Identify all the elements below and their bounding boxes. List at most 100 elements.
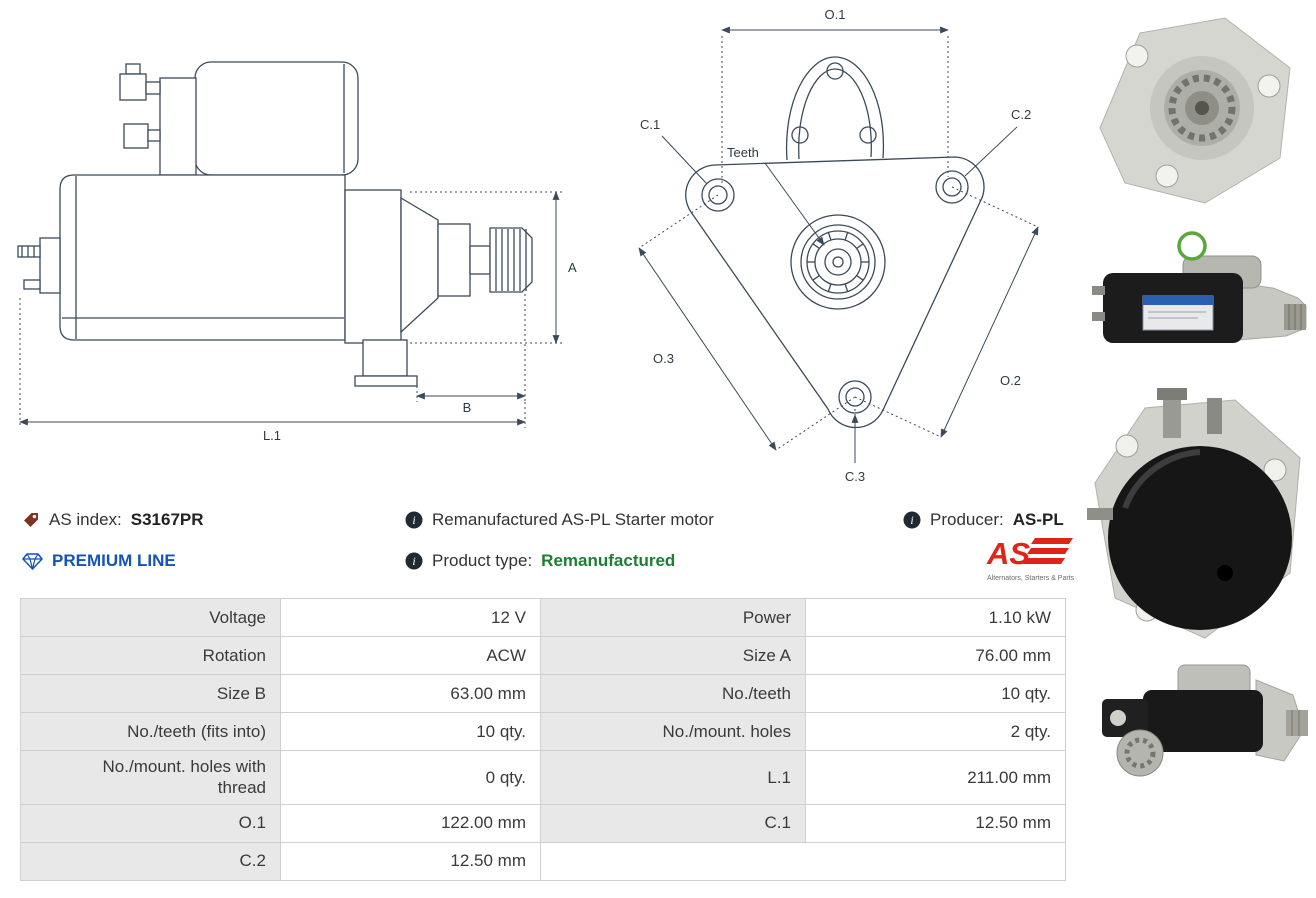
- producer-label: Producer:: [930, 510, 1004, 529]
- spec-label: C.1: [540, 803, 806, 843]
- info-icon: i: [405, 552, 423, 570]
- spec-label: C.2: [20, 841, 281, 881]
- as-index-value: S3167PR: [130, 510, 204, 529]
- side-view-drawing: A B L.1: [17, 61, 577, 443]
- spec-value: 63.00 mm: [280, 674, 541, 713]
- gear-front: [790, 214, 886, 310]
- table-row: No./teeth (fits into) 10 qty. No./mount.…: [20, 712, 1066, 751]
- spec-value: 122.00 mm: [280, 803, 541, 843]
- table-row: Voltage 12 V Power 1.10 kW: [20, 598, 1066, 637]
- bracket-hole-left: [791, 126, 809, 144]
- teeth-callout: Teeth: [727, 145, 825, 246]
- dimension-o3: O.3: [638, 194, 856, 451]
- spec-value: 2 qty.: [805, 712, 1066, 751]
- svg-text:i: i: [412, 554, 415, 568]
- top-bracket: [785, 56, 885, 161]
- product-photo-3: [1087, 388, 1301, 639]
- spec-label: Size B: [20, 674, 281, 713]
- c1-label: C.1: [640, 117, 660, 132]
- tag-icon: [24, 513, 38, 527]
- dimension-o1-label: O.1: [825, 7, 846, 22]
- dimension-o3-label: O.3: [653, 351, 674, 366]
- spec-value: 211.00 mm: [805, 750, 1066, 805]
- spec-value: ACW: [280, 636, 541, 675]
- mount-hole-bottom: [838, 380, 872, 414]
- c3-callout: C.3: [845, 409, 865, 484]
- product-photo-4: [1102, 664, 1308, 777]
- logo-tagline: Alternators, Starters & Parts: [987, 575, 1075, 582]
- spec-label: Size A: [540, 636, 806, 675]
- product-type: i Product type: Remanufactured: [405, 551, 675, 571]
- spec-value: 76.00 mm: [805, 636, 1066, 675]
- motor-body-outline: [59, 174, 346, 341]
- dimension-l1: L.1: [19, 298, 526, 443]
- dimension-o1: O.1: [721, 7, 949, 185]
- c1-callout: C.1: [640, 117, 708, 185]
- spec-value: 10 qty.: [280, 712, 541, 751]
- dimension-o2: O.2: [854, 186, 1039, 438]
- c3-label: C.3: [845, 469, 865, 484]
- dimension-l1-label: L.1: [263, 428, 281, 443]
- premium-line-label[interactable]: PREMIUM LINE: [52, 551, 176, 570]
- spec-empty-cell: [540, 841, 1066, 881]
- spec-label: No./mount. holes with thread: [20, 750, 281, 805]
- terminal-2: [123, 123, 149, 149]
- dimension-a: A: [410, 191, 577, 344]
- spec-value: 12.50 mm: [280, 841, 541, 881]
- spec-value: 10 qty.: [805, 674, 1066, 713]
- c2-label: C.2: [1011, 107, 1031, 122]
- as-index: AS index: S3167PR: [22, 510, 204, 530]
- svg-text:i: i: [412, 513, 415, 527]
- diamond-icon: [22, 552, 43, 570]
- table-row: Rotation ACW Size A 76.00 mm: [20, 636, 1066, 675]
- solenoid-outline: [194, 61, 359, 176]
- as-pl-logo: AS Alternators, Starters & Parts: [986, 536, 1075, 582]
- spec-label: No./mount. holes: [540, 712, 806, 751]
- teeth-label: Teeth: [727, 145, 759, 160]
- spec-value: 0 qty.: [280, 750, 541, 805]
- dimension-b: B: [416, 294, 526, 415]
- info-icon: i: [903, 511, 921, 529]
- product-photo-2: [1092, 231, 1307, 343]
- bracket-hole-right: [859, 126, 877, 144]
- spec-label: O.1: [20, 803, 281, 843]
- mounting-foot: [362, 339, 408, 377]
- terminal-1: [119, 73, 147, 101]
- product-description: i Remanufactured AS-PL Starter motor: [405, 510, 714, 530]
- spec-label: Power: [540, 598, 806, 637]
- producer-value: AS-PL: [1012, 510, 1064, 529]
- spec-value: 1.10 kW: [805, 598, 1066, 637]
- producer: i Producer: AS-PL: [903, 510, 1064, 530]
- dimension-b-label: B: [463, 400, 472, 415]
- spec-label: No./teeth (fits into): [20, 712, 281, 751]
- spec-label: Rotation: [20, 636, 281, 675]
- spec-label: L.1: [540, 750, 806, 805]
- table-row: C.2 12.50 mm: [20, 841, 1066, 881]
- premium-line-badge[interactable]: PREMIUM LINE: [22, 551, 176, 571]
- spec-value: 12.50 mm: [805, 803, 1066, 843]
- mount-hole-top-right: [935, 170, 969, 204]
- spec-label: No./teeth: [540, 674, 806, 713]
- spec-table: Voltage 12 V Power 1.10 kW Rotation ACW …: [20, 598, 1066, 881]
- spec-label: Voltage: [20, 598, 281, 637]
- c2-callout: C.2: [964, 107, 1031, 177]
- product-type-value: Remanufactured: [541, 551, 676, 570]
- mount-hole-top-left: [701, 178, 735, 212]
- spec-value: 12 V: [280, 598, 541, 637]
- table-row: O.1 122.00 mm C.1 12.50 mm: [20, 803, 1066, 843]
- logo-text: AS: [986, 536, 1030, 571]
- dimension-o2-label: O.2: [1000, 373, 1021, 388]
- product-type-label: Product type:: [432, 551, 533, 570]
- info-icon: i: [405, 511, 423, 529]
- description-text: Remanufactured AS-PL Starter motor: [432, 510, 714, 529]
- bolt-thread: [17, 245, 41, 258]
- table-row: Size B 63.00 mm No./teeth 10 qty.: [20, 674, 1066, 713]
- dimension-a-label: A: [568, 260, 577, 275]
- svg-text:i: i: [910, 513, 913, 527]
- drive-housing: [344, 189, 402, 344]
- front-view-drawing: Teeth O.1 C.1 C.2 C.3 O.3: [638, 7, 1039, 484]
- table-row: No./mount. holes with thread 0 qty. L.1 …: [20, 750, 1066, 805]
- product-photo-1: [1099, 17, 1291, 204]
- as-index-label: AS index:: [49, 510, 122, 529]
